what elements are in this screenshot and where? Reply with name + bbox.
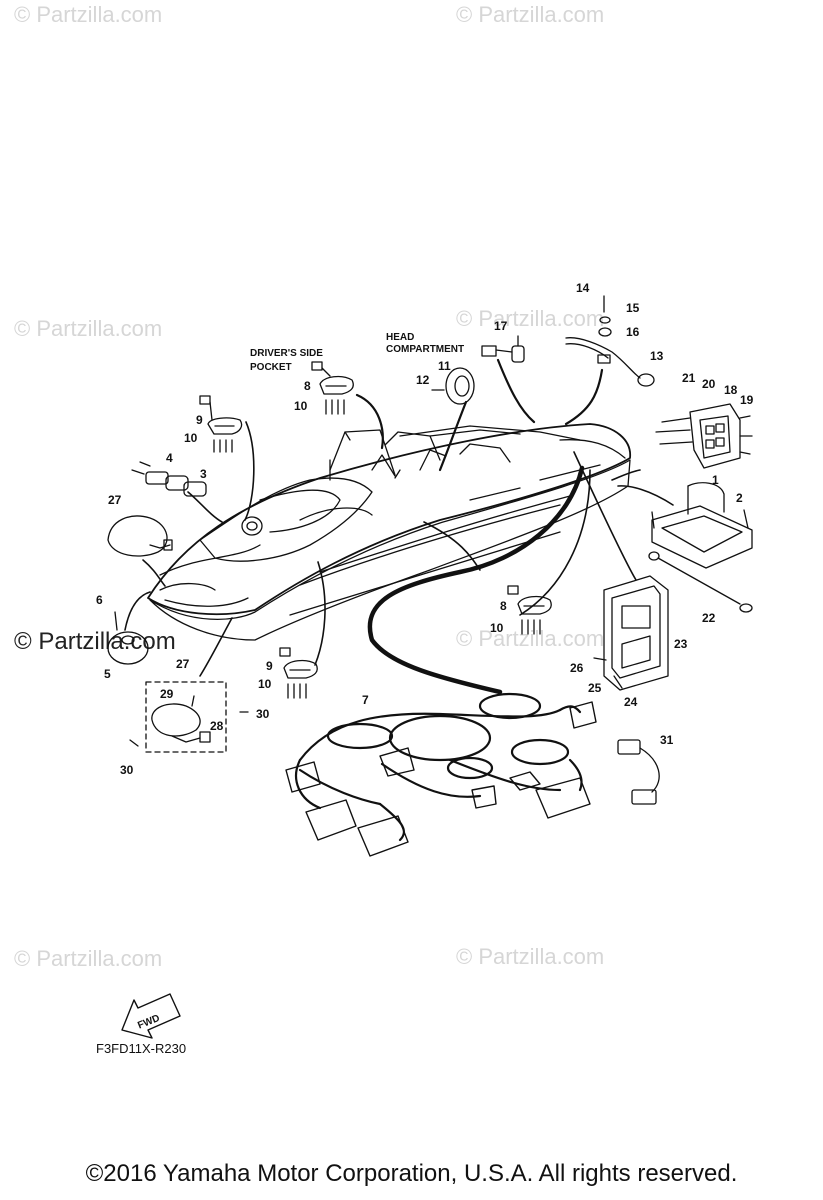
watermark: © Partzilla.com xyxy=(456,2,605,27)
callout: 30 xyxy=(120,763,134,777)
watermark: © Partzilla.com xyxy=(14,628,176,655)
lamp-part-8-upper xyxy=(311,361,354,415)
bracket-part-13 xyxy=(565,295,655,387)
callout: 20 xyxy=(702,377,716,391)
fuse-box-part-18 xyxy=(655,403,753,469)
callout: 9 xyxy=(266,659,273,673)
watermark: © Partzilla.com xyxy=(456,306,605,331)
watermark: © Partzilla.com xyxy=(14,946,163,971)
callout: 18 xyxy=(724,383,738,397)
harness-part-31 xyxy=(617,739,660,805)
callout: 22 xyxy=(702,611,716,625)
watermark: © Partzilla.com xyxy=(456,944,605,969)
switch-part-17 xyxy=(481,335,525,363)
wire-harness-part-7 xyxy=(295,692,583,842)
copyright-footer: ©2016 Yamaha Motor Corporation, U.S.A. A… xyxy=(85,1160,738,1187)
lamp-part-28 xyxy=(129,695,249,747)
callout: 8 xyxy=(500,599,507,613)
callout: 27 xyxy=(176,657,190,671)
lamp-part-8-lower xyxy=(507,585,552,635)
fwd-label: FWD xyxy=(136,1013,161,1032)
callout: 12 xyxy=(416,373,430,387)
lamp-part-9-lower xyxy=(279,647,318,699)
callout: 9 xyxy=(196,413,203,427)
ecu-part-23 xyxy=(593,575,669,691)
callout: 11 xyxy=(438,359,451,373)
callout: 10 xyxy=(490,621,504,635)
callout: 8 xyxy=(304,379,311,393)
callout: 5 xyxy=(104,667,111,681)
harness-connectors xyxy=(285,701,597,857)
callout: 19 xyxy=(740,393,754,407)
watermark: © Partzilla.com xyxy=(14,2,163,27)
switch-panel-part-3 xyxy=(131,461,207,497)
callout: 16 xyxy=(626,325,640,339)
callout: 10 xyxy=(258,677,272,691)
battery-box-part-1 xyxy=(651,482,753,569)
callout: 27 xyxy=(108,493,122,507)
watermark: © Partzilla.com xyxy=(14,316,163,341)
leader-lines xyxy=(124,358,674,695)
note-compartment: COMPARTMENT xyxy=(386,344,464,355)
callout: 10 xyxy=(294,399,308,413)
callout: 1 xyxy=(712,473,719,487)
note-drivers-side: DRIVER'S SIDE xyxy=(250,348,323,359)
callout: 10 xyxy=(184,431,198,445)
diagram-code: F3FD11X-R230 xyxy=(96,1041,187,1056)
callout: 24 xyxy=(624,695,638,709)
callout: 31 xyxy=(660,733,674,747)
callout: 17 xyxy=(494,319,508,333)
callout: 14 xyxy=(576,281,590,295)
callout: 2 xyxy=(736,491,743,505)
note-pocket: POCKET xyxy=(250,362,292,373)
callout: 21 xyxy=(682,371,696,385)
callout: 25 xyxy=(588,681,602,695)
cover-part-27 xyxy=(107,515,173,557)
callout: 13 xyxy=(650,349,664,363)
callout: 15 xyxy=(626,301,640,315)
callout: 7 xyxy=(362,693,369,707)
watermark: © Partzilla.com xyxy=(456,626,605,651)
fwd-arrow-icon xyxy=(121,993,181,1039)
callout: 4 xyxy=(166,451,173,465)
dashed-group-part-27 xyxy=(145,681,227,753)
callout: 23 xyxy=(674,637,688,651)
callout: 26 xyxy=(570,661,584,675)
lamp-part-9-upper xyxy=(199,395,243,453)
callout: 3 xyxy=(200,467,207,481)
callout: 6 xyxy=(96,593,103,607)
horn-part-11 xyxy=(431,367,475,405)
cable-part-22 xyxy=(648,551,753,613)
callout: 28 xyxy=(210,719,224,733)
note-head: HEAD xyxy=(386,332,414,343)
callout: 30 xyxy=(256,707,270,721)
callout: 29 xyxy=(160,687,174,701)
boat-hull xyxy=(147,423,631,641)
light-part-5 xyxy=(107,611,149,665)
